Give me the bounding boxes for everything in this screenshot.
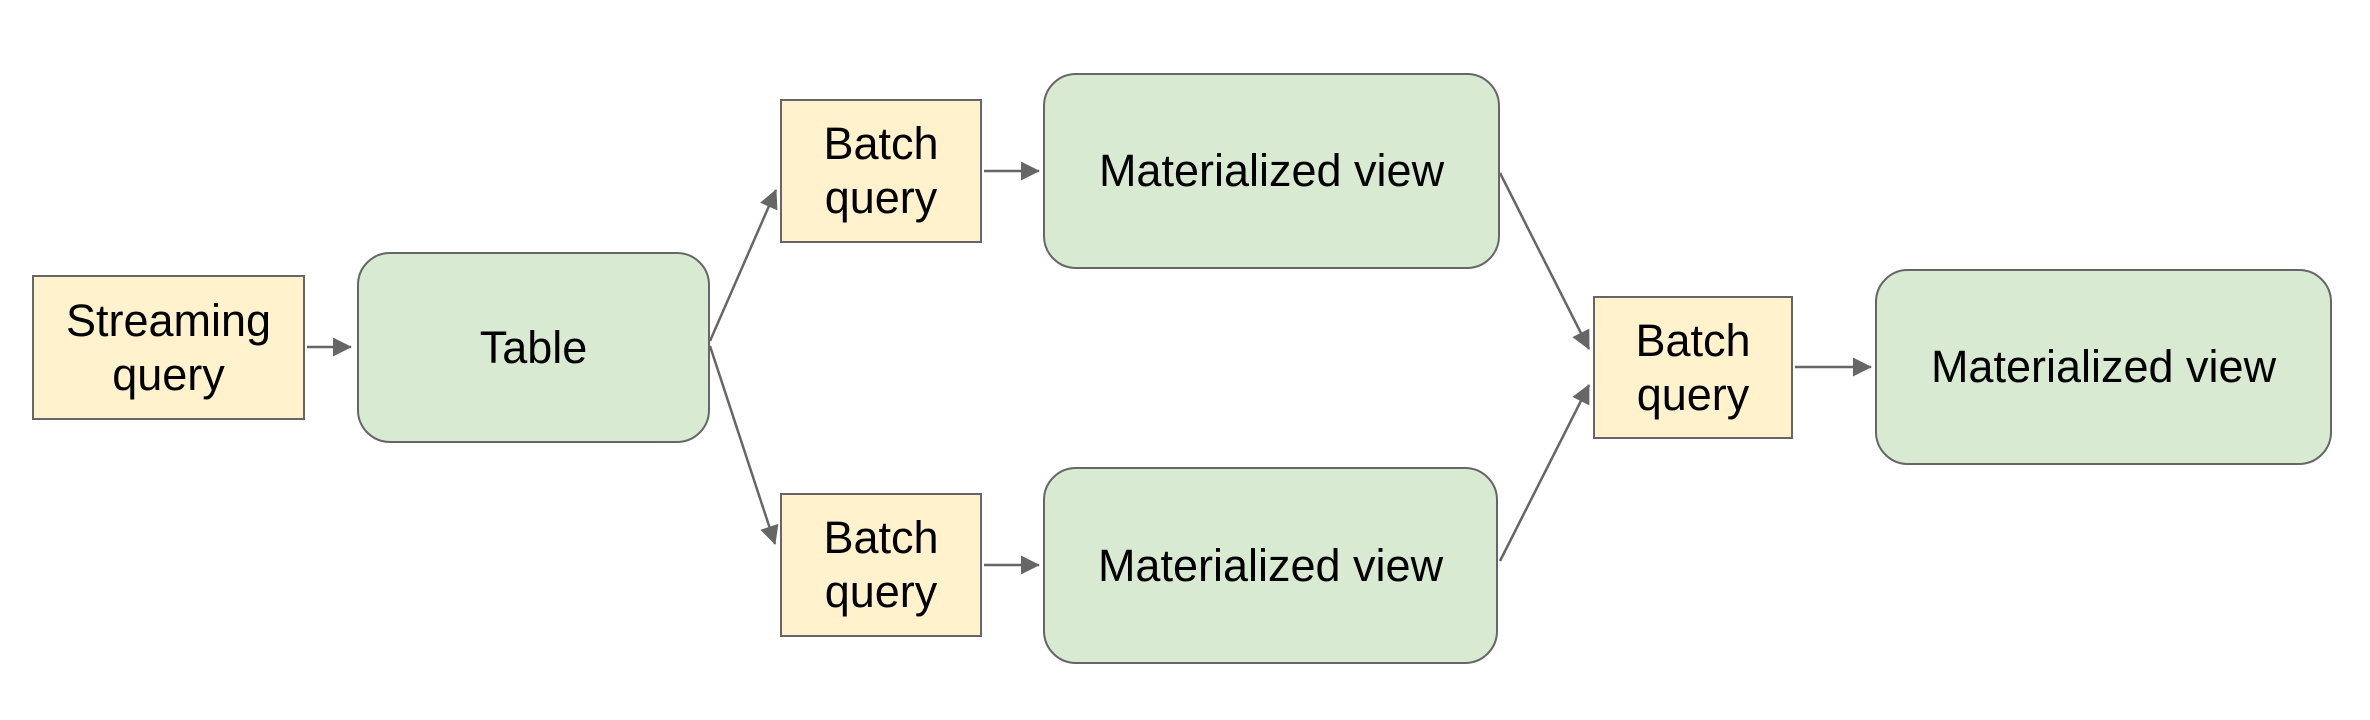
node-batch-query-right: Batch query	[1593, 296, 1793, 439]
node-materialized-view-top: Materialized view	[1043, 73, 1500, 269]
edge-mv-bottom-to-batch-query-right	[1498, 384, 1591, 562]
edge-table-to-batch-query-bottom	[708, 345, 779, 545]
node-batch-query-bottom: Batch query	[780, 493, 982, 637]
node-materialized-view-right-label: Materialized view	[1930, 341, 2277, 392]
edge-mv-top-to-batch-query-right	[1498, 172, 1591, 350]
node-materialized-view-right: Materialized view	[1875, 269, 2332, 465]
node-batch-query-bottom-label: Batch query	[823, 512, 939, 617]
node-streaming-query: Streaming query	[32, 275, 305, 420]
node-batch-query-top-label: Batch query	[823, 118, 939, 223]
edge-table-to-batch-query-top	[708, 189, 778, 342]
node-streaming-query-label: Streaming query	[65, 294, 272, 400]
node-table-label: Table	[479, 321, 588, 373]
node-table: Table	[357, 252, 710, 443]
node-materialized-view-bottom-label: Materialized view	[1097, 539, 1444, 591]
node-materialized-view-bottom: Materialized view	[1043, 467, 1498, 664]
node-batch-query-top: Batch query	[780, 99, 982, 243]
node-materialized-view-top-label: Materialized view	[1098, 145, 1445, 196]
node-batch-query-right-label: Batch query	[1635, 314, 1751, 420]
